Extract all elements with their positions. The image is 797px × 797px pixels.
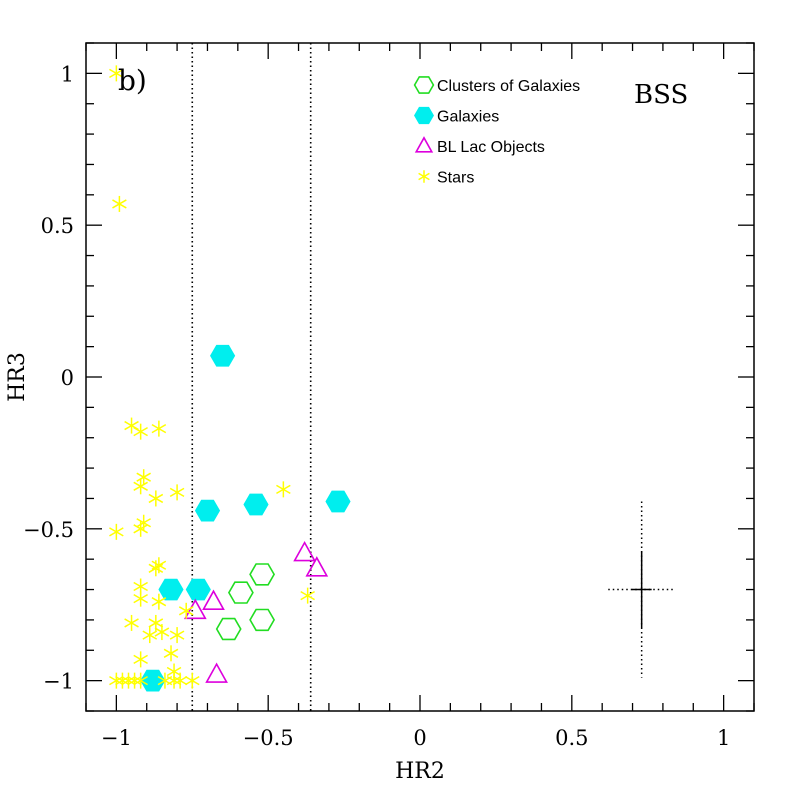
data-point xyxy=(305,556,329,577)
data-point xyxy=(124,614,139,631)
y-tick-label: −1 xyxy=(43,670,74,694)
data-point xyxy=(121,672,136,689)
y-tick-label: 1 xyxy=(61,62,74,86)
legend-label: BL Lac Objects xyxy=(437,139,545,156)
series-bl-lac-objects xyxy=(183,540,329,683)
data-point xyxy=(202,589,225,611)
legend-item: Clusters of Galaxies xyxy=(413,76,580,95)
data-points xyxy=(109,65,351,692)
data-point xyxy=(151,593,167,610)
data-point xyxy=(163,645,179,662)
x-tick-label: 0 xyxy=(413,726,426,750)
data-point xyxy=(133,590,148,607)
reference-lines xyxy=(191,43,312,711)
data-point xyxy=(227,581,254,604)
data-point xyxy=(300,587,315,604)
data-point xyxy=(154,624,170,641)
data-point xyxy=(115,672,130,689)
panel-label: b) xyxy=(118,64,147,97)
data-point xyxy=(151,557,167,574)
data-point xyxy=(133,423,148,440)
y-tick-label: 0 xyxy=(61,366,74,390)
x-tick-label: −0.5 xyxy=(243,726,294,750)
data-point xyxy=(205,662,228,683)
y-tick-labels: −1 −0.5 0 0.5 1 xyxy=(23,62,74,693)
legend-marker xyxy=(413,76,435,94)
data-point xyxy=(133,651,148,668)
data-point xyxy=(136,514,151,531)
series-galaxies xyxy=(140,344,351,692)
data-point xyxy=(178,602,194,619)
data-point xyxy=(109,672,124,689)
x-tick-label: 1 xyxy=(717,726,730,750)
data-point xyxy=(293,540,316,562)
data-point xyxy=(133,478,148,495)
data-point xyxy=(169,627,185,644)
data-point xyxy=(148,490,164,507)
data-point xyxy=(133,672,148,689)
data-point xyxy=(158,578,184,601)
data-point xyxy=(151,420,167,437)
data-point xyxy=(136,469,151,486)
legend-label: Stars xyxy=(437,170,474,187)
data-point xyxy=(109,65,124,82)
data-point xyxy=(133,520,148,537)
series-stars xyxy=(109,65,315,689)
data-point xyxy=(325,490,351,513)
y-axis-title: HR3 xyxy=(5,352,30,402)
series-clusters-of-galaxies xyxy=(215,563,276,641)
legend-item: Galaxies xyxy=(414,106,499,126)
data-point xyxy=(172,672,188,689)
x-tick-label: −1 xyxy=(101,726,132,750)
data-point xyxy=(249,608,276,632)
legend-item: Stars xyxy=(418,170,474,187)
data-point xyxy=(112,195,127,212)
x-axis-title: HR2 xyxy=(395,759,445,784)
y-tick-label: 0.5 xyxy=(41,214,74,238)
data-point xyxy=(249,563,276,586)
legend-marker xyxy=(418,170,430,183)
data-point xyxy=(185,578,211,601)
data-point xyxy=(183,598,207,620)
legend-marker xyxy=(414,136,434,153)
plot-frame xyxy=(85,42,755,712)
data-point xyxy=(169,484,185,501)
legend-label: Galaxies xyxy=(437,109,499,126)
legend-marker xyxy=(414,106,434,125)
data-point xyxy=(276,481,291,498)
data-point xyxy=(210,344,236,367)
data-point xyxy=(215,617,242,641)
error-cross xyxy=(608,501,676,678)
data-point xyxy=(194,499,221,522)
data-point xyxy=(243,493,269,516)
data-point xyxy=(109,523,124,540)
y-tick-label: −0.5 xyxy=(23,518,74,542)
legend-label: Clusters of Galaxies xyxy=(437,78,580,95)
data-point xyxy=(127,672,142,689)
data-point xyxy=(142,627,158,644)
axis-ticks xyxy=(85,42,755,712)
x-tick-labels: −1 −0.5 0 0.5 1 xyxy=(101,726,730,750)
data-point xyxy=(166,672,182,689)
x-tick-label: 0.5 xyxy=(555,726,588,750)
data-point xyxy=(184,672,200,689)
survey-label: BSS xyxy=(634,80,688,110)
legend-item: BL Lac Objects xyxy=(414,136,545,156)
